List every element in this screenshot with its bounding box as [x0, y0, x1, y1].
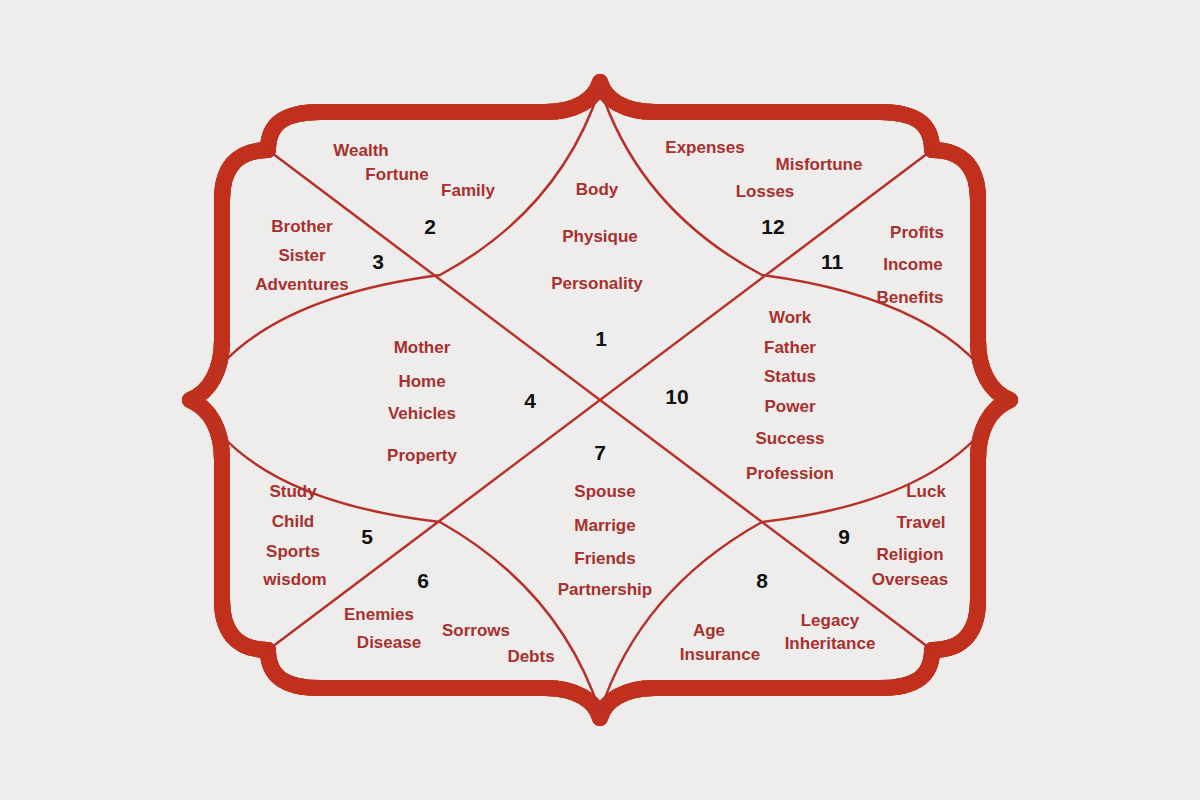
house-region: LuckTravelReligionOverseas 9 [784, 472, 986, 600]
house-keyword: Vehicles [388, 405, 456, 424]
house-keyword: Income [883, 256, 943, 275]
house-keyword: Disease [357, 634, 421, 653]
house-keyword: Overseas [872, 571, 949, 590]
house-keyword: Father [764, 339, 816, 358]
house-keyword: Spouse [574, 483, 635, 502]
frame-inner [190, 82, 1010, 718]
house-keyword: Losses [736, 183, 795, 202]
house-number: 2 [424, 215, 436, 238]
house-keyword: Profits [890, 224, 944, 243]
diagonal-line [268, 150, 932, 650]
house-number: 1 [595, 327, 607, 350]
house-number: 7 [594, 441, 606, 464]
diagonal-line [268, 150, 932, 650]
house-keyword: Family [441, 182, 495, 201]
house-keyword: Debts [507, 648, 554, 667]
house-number: 11 [821, 250, 843, 273]
house-keyword: Expenses [665, 139, 744, 158]
house-keyword: Sister [278, 247, 325, 266]
house-region: SpouseMarrigeFriendsPartnership 7 [540, 433, 665, 610]
house-keyword: Luck [906, 483, 946, 502]
house-number: 8 [756, 569, 768, 592]
frame-band [190, 82, 1010, 718]
house-keyword: Body [576, 181, 619, 200]
house-keyword: Work [769, 309, 811, 328]
house-keyword: Power [764, 398, 815, 417]
house-keyword: Travel [896, 514, 945, 533]
house-keyword: Personality [551, 275, 643, 294]
house-keyword: Wealth [333, 142, 388, 161]
house-keyword: Age [693, 622, 725, 641]
house-number: 4 [524, 389, 536, 412]
house-keyword: Adventures [255, 276, 349, 295]
house-keyword: Fortune [365, 166, 428, 185]
house-keyword: Enemies [344, 606, 414, 625]
house-keyword: Child [272, 513, 315, 532]
house-number: 10 [665, 385, 688, 408]
frame-outer [190, 82, 1010, 718]
house-number: 12 [761, 215, 784, 238]
house-keyword: Status [764, 368, 816, 387]
house-keyword: Mother [394, 339, 451, 358]
house-keyword: Brother [271, 218, 332, 237]
house-keyword: Sports [266, 543, 320, 562]
house-keyword: Insurance [680, 646, 760, 665]
house-keyword: Marrige [574, 517, 635, 536]
house-keyword: wisdom [263, 571, 326, 590]
house-keyword: Legacy [801, 612, 860, 631]
house-region: BodyPhysiquePersonality 1 [537, 170, 661, 359]
lotus-diamond [196, 88, 1004, 712]
house-keyword: Inheritance [785, 635, 876, 654]
house-number: 3 [372, 250, 384, 273]
house-keyword: Misfortune [776, 156, 863, 175]
house-number: 5 [361, 525, 373, 548]
house-region: AgeInsurance LegacyInheritance 8 [649, 561, 890, 675]
house-region: ProfitsIncomeBenefits 11 [772, 213, 977, 318]
house-region: EnemiesDisease SorrowsDebts 6 [319, 561, 591, 677]
house-region: ExpensesMisfortuneLosses 12 [645, 128, 879, 247]
house-keyword: Religion [876, 546, 943, 565]
house-keyword: Property [387, 447, 457, 466]
house-region: WealthFortuneFamily 2 [301, 131, 528, 247]
house-keyword: Partnership [558, 581, 652, 600]
house-keyword: Home [398, 373, 445, 392]
house-keyword: Sorrows [442, 622, 510, 641]
house-number: 6 [417, 569, 429, 592]
house-keyword: Success [756, 430, 825, 449]
house-region: MotherHomeVehiclesProperty 4 [362, 328, 590, 476]
house-region: StudyChildSports wisdom 5 [233, 472, 427, 600]
house-keyword: Friends [574, 550, 635, 569]
house-keyword: Study [269, 483, 316, 502]
house-keyword: Benefits [876, 289, 943, 308]
house-number: 9 [838, 525, 850, 548]
house-keyword: Profession [746, 465, 834, 484]
house-keyword: Physique [562, 228, 638, 247]
house-region: WorkFatherStatusPowerSuccessProfession 10 [617, 298, 850, 494]
house-region: BrotherSisterAdventures 3 [242, 207, 438, 305]
